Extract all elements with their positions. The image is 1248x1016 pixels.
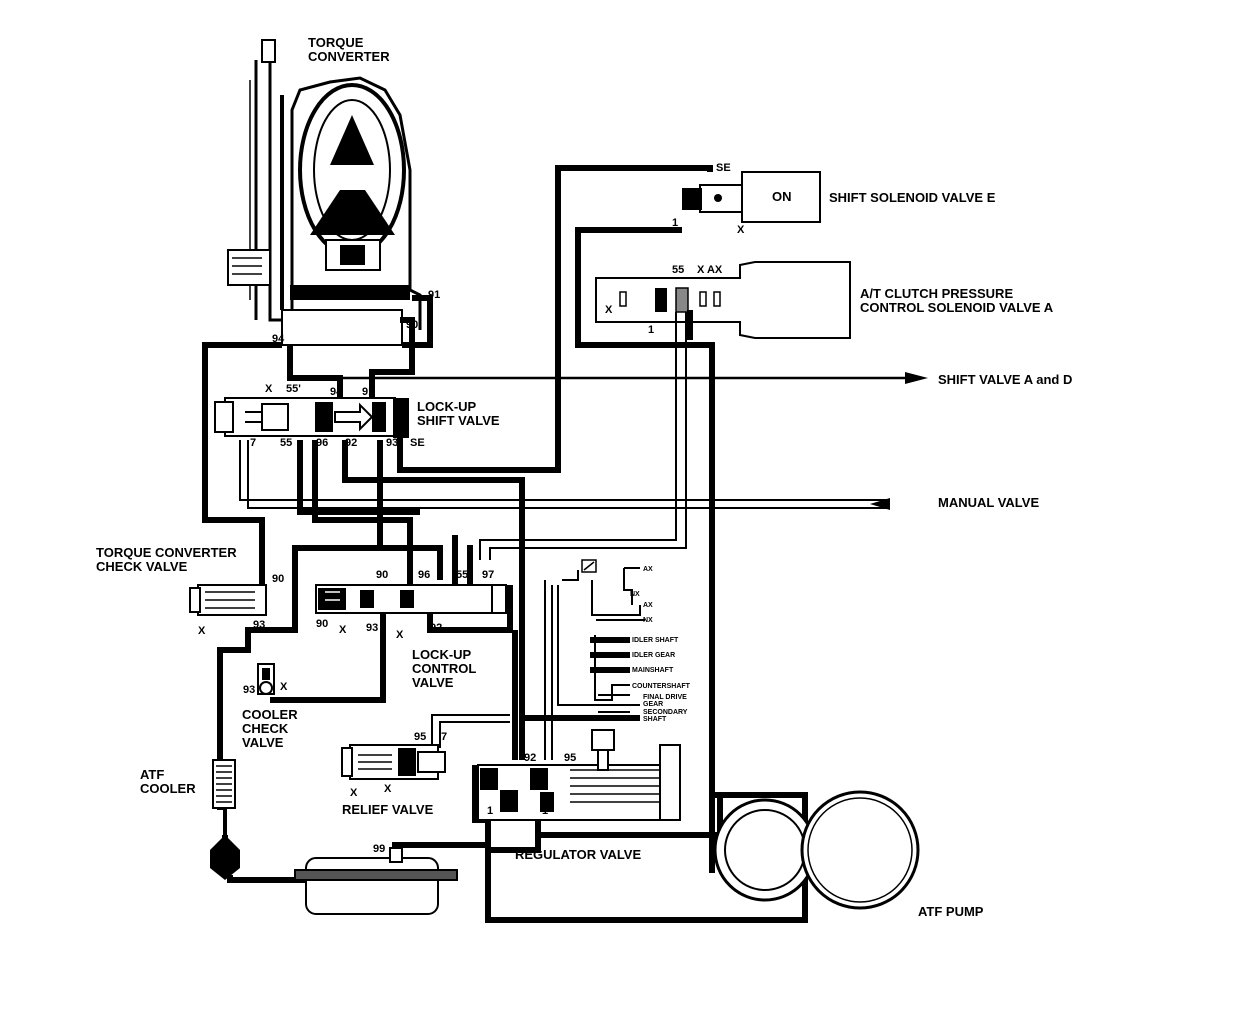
port-x-solenoid-a: X <box>605 304 613 316</box>
port-92-lockup-ctrl: 92 <box>430 622 442 634</box>
shift-valve-ad-label: SHIFT VALVE A and D <box>938 372 1072 387</box>
port-99: 99 <box>373 843 385 855</box>
port-91-lockup-shift: 91 <box>362 386 374 398</box>
port-x-solenoid: X <box>737 224 745 236</box>
lube-nx-1: NX <box>630 591 640 598</box>
lockup-shift-label-1: LOCK-UP <box>417 399 477 414</box>
relief-valve <box>341 744 446 780</box>
torque-converter-check-valve <box>189 584 267 616</box>
port-95-regulator: 95 <box>564 752 576 764</box>
shift-solenoid-valve-e <box>682 171 821 223</box>
lock-up-shift-valve <box>214 397 409 438</box>
port-55-lockup-shift: 55 <box>280 437 292 449</box>
lube-ax-1: AX <box>643 566 653 573</box>
port-x-relief-2: X <box>384 783 392 795</box>
atf-pump-label: ATF PUMP <box>918 904 984 919</box>
lockup-ctrl-label-3: VALVE <box>412 675 454 690</box>
port-x-cooler-check: X <box>280 681 288 693</box>
port-x-relief-1: X <box>350 787 358 799</box>
port-92-regulator: 92 <box>524 752 536 764</box>
at-clutch-label-1: A/T CLUTCH PRESSURE <box>860 286 1013 301</box>
lube-final-drive-2: GEAR <box>643 701 663 708</box>
port-90-tc-check: 90 <box>272 573 284 585</box>
lockup-ctrl-label-1: LOCK-UP <box>412 647 472 662</box>
lube-ax-2: AX <box>643 602 653 609</box>
port-95-relief: 95 <box>414 731 426 743</box>
lube-idler-shaft: IDLER SHAFT <box>632 637 679 644</box>
port-90-lockup-ctrl-b: 90 <box>316 618 328 630</box>
port-1-regulator-b: 1 <box>542 805 548 817</box>
lockup-shift-label-2: SHIFT VALVE <box>417 413 500 428</box>
lubrication-outputs <box>581 559 597 573</box>
on-label: ON <box>772 189 792 204</box>
port-7-relief: 7 <box>441 731 447 743</box>
at-clutch-label-2: CONTROL SOLENOID VALVE A <box>860 300 1054 315</box>
atf-pump <box>713 790 920 910</box>
lube-secondary-1: SECONDARY <box>643 709 688 716</box>
port-55-lockup-ctrl: 55 <box>456 569 468 581</box>
port-96-lockup-shift: 96 <box>316 437 328 449</box>
port-xax-solenoid-a: X AX <box>697 264 723 276</box>
port-93-cooler-check: 93 <box>243 684 255 696</box>
atf-cooler <box>210 759 240 880</box>
port-55p-lockup-shift: 55' <box>286 383 301 395</box>
fluid-lines <box>202 165 928 923</box>
lube-secondary-2: SHAFT <box>643 716 667 723</box>
port-1-regulator-a: 1 <box>487 805 493 817</box>
port-93-lockup-shift: 93 <box>386 437 398 449</box>
relief-valve-label: RELIEF VALVE <box>342 802 434 817</box>
port-93-tc-check: 93 <box>253 619 265 631</box>
cooler-check-label-1: COOLER <box>242 707 298 722</box>
tc-check-label-1: TORQUE CONVERTER <box>96 545 237 560</box>
port-x-lockup-shift: X <box>265 383 273 395</box>
port-97-lockup-ctrl: 97 <box>482 569 494 581</box>
at-clutch-pressure-control-solenoid-a <box>595 261 851 339</box>
lube-idler-gear: IDLER GEAR <box>632 652 675 659</box>
port-1-solenoid: 1 <box>672 217 678 229</box>
torque-converter-label-1: TORQUE <box>308 35 364 50</box>
lube-nx-2: NX <box>643 617 653 624</box>
shift-solenoid-e-label: SHIFT SOLENOID VALVE E <box>829 190 996 205</box>
port-7-lockup-shift: 7 <box>250 437 256 449</box>
port-x-lockup-ctrl-2: X <box>396 629 404 641</box>
torque-converter <box>227 39 422 346</box>
port-se-solenoid: SE <box>716 162 731 174</box>
lock-up-control-valve <box>315 584 507 614</box>
port-96-lockup-ctrl: 96 <box>418 569 430 581</box>
port-94-lockup-shift: 94 <box>330 386 343 398</box>
lockup-ctrl-label-2: CONTROL <box>412 661 476 676</box>
tc-check-label-2: CHECK VALVE <box>96 559 188 574</box>
manual-valve-label: MANUAL VALVE <box>938 495 1039 510</box>
atf-sump <box>294 847 458 915</box>
lube-countershaft: COUNTERSHAFT <box>632 683 691 690</box>
port-92-lockup-shift: 92 <box>345 437 357 449</box>
cooler-check-label-2: CHECK <box>242 721 289 736</box>
atf-cooler-label-2: COOLER <box>140 781 196 796</box>
port-se-lockup-shift: SE <box>410 437 425 449</box>
cooler-check-valve <box>257 663 275 695</box>
lube-final-drive-1: FINAL DRIVE <box>643 694 687 701</box>
port-1-solenoid-a: 1 <box>648 324 654 336</box>
port-93-lockup-ctrl: 93 <box>366 622 378 634</box>
torque-converter-label-2: CONVERTER <box>308 49 390 64</box>
port-x-tc-check: X <box>198 625 206 637</box>
cooler-check-label-3: VALVE <box>242 735 284 750</box>
atf-cooler-label-1: ATF <box>140 767 164 782</box>
lube-mainshaft: MAINSHAFT <box>632 667 674 674</box>
port-90-lockup-ctrl: 90 <box>376 569 388 581</box>
port-55-solenoid-a: 55 <box>672 264 684 276</box>
port-x-lockup-ctrl-1: X <box>339 624 347 636</box>
regulator-valve-label: REGULATOR VALVE <box>515 847 641 862</box>
regulator-valve <box>477 729 681 821</box>
